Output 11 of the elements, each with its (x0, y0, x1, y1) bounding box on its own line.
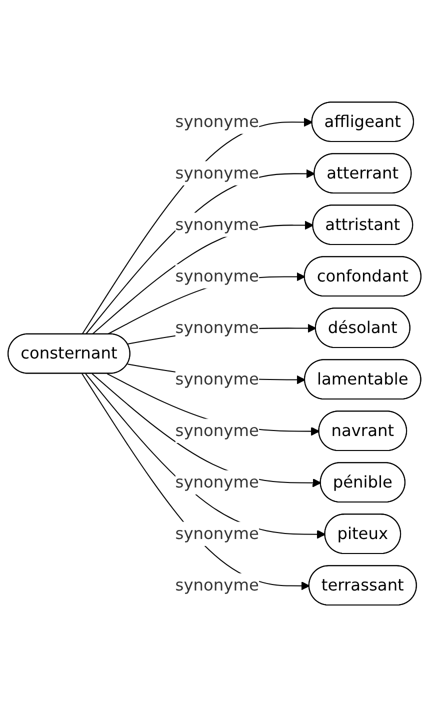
edge-label: synonyme (175, 266, 259, 286)
edge-label: synonyme (175, 524, 259, 543)
edge-label: synonyme (175, 420, 259, 440)
edge-label: synonyme (175, 214, 259, 234)
edge-label: synonyme (175, 318, 259, 337)
edge-label: synonyme (175, 112, 259, 131)
edge-label: synonyme (175, 369, 259, 388)
edge-label: synonyme (175, 163, 259, 182)
edge-label: synonyme (175, 472, 259, 492)
arrow (82, 373, 310, 590)
edge-label: synonyme (175, 575, 259, 594)
